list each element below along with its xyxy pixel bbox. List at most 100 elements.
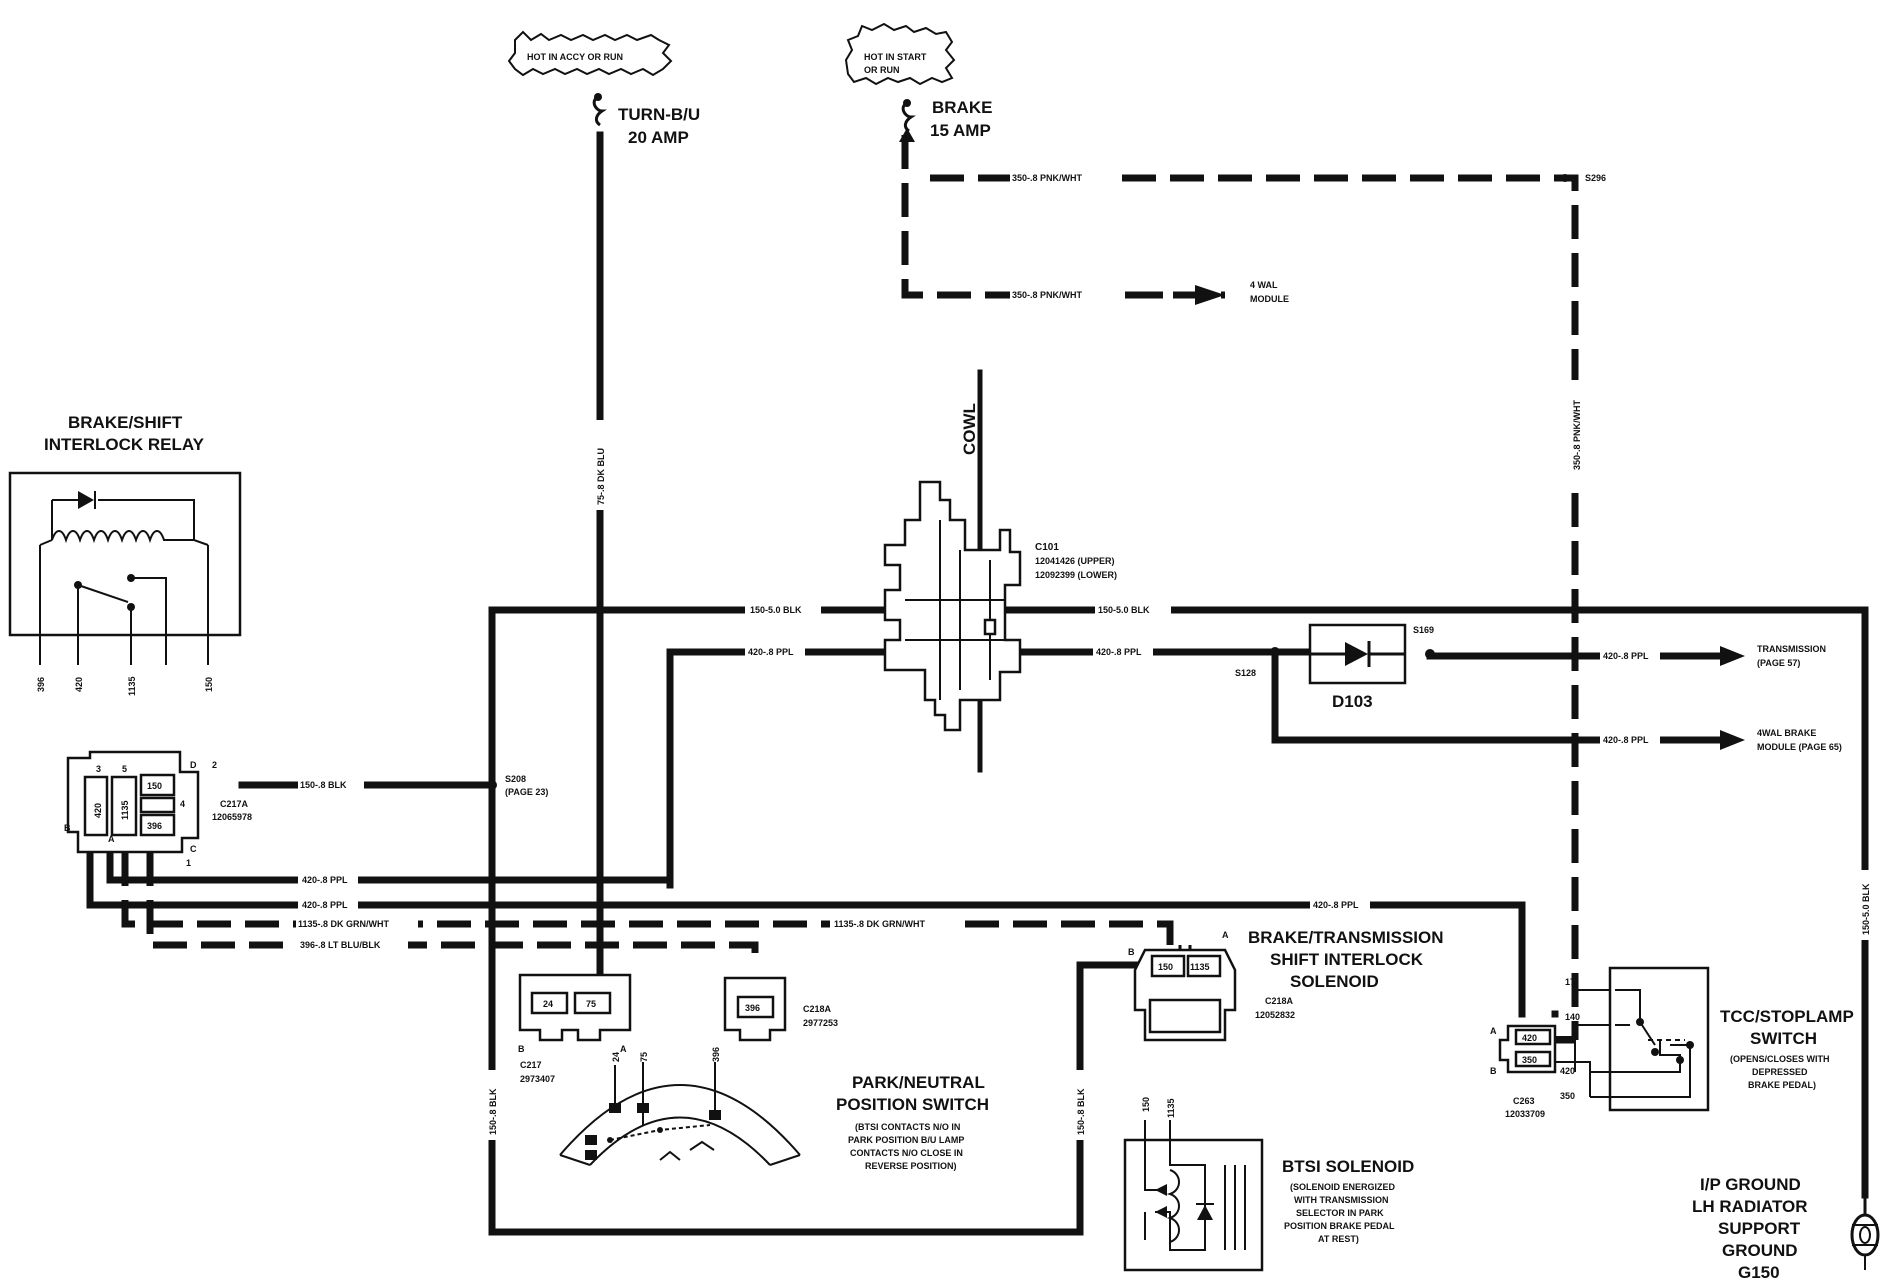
pn-pin-24: 24 xyxy=(611,1052,621,1062)
solenoid-title-1: BRAKE/TRANSMISSION xyxy=(1248,928,1444,947)
wire-420-trans: 420-.8 PPL xyxy=(1603,651,1649,661)
ground-label-3: SUPPORT xyxy=(1718,1219,1801,1238)
tcc-title-1: TCC/STOPLAMP xyxy=(1720,1007,1854,1026)
splice-s208: S208 xyxy=(505,774,526,784)
splice-s128: S128 xyxy=(1235,668,1256,678)
turn-bu-fuse-rating: 20 AMP xyxy=(628,128,689,147)
c217a-cav-1135: 1135 xyxy=(120,800,130,820)
wire-labels: 350-.8 PNK/WHT 350-.8 PNK/WHT 350-.8 PNK… xyxy=(296,170,1873,1140)
wire-420-a: 420-.8 PPL xyxy=(302,875,348,885)
c217a-connector: 420 1135 150 396 3 5 D 2 4 B A C 1 C217A… xyxy=(64,750,252,868)
wire-350-vert: 350-.8 PNK/WHT xyxy=(1572,399,1582,470)
c217a-letter-b: B xyxy=(64,823,71,833)
ground-label-2: LH RADIATOR xyxy=(1692,1197,1808,1216)
solenoid-title-3: SOLENOID xyxy=(1290,972,1379,991)
wire-420-long: 420-.8 PPL xyxy=(1313,900,1359,910)
c217-cav-24: 24 xyxy=(543,999,553,1009)
d103-label: D103 xyxy=(1332,692,1373,711)
relay-title-1: BRAKE/SHIFT xyxy=(68,413,183,432)
splice-s169: S169 xyxy=(1413,625,1434,635)
wire-arrows xyxy=(1720,646,1745,750)
c217a-letter-d: D xyxy=(190,760,197,770)
c217a-letter-c: C xyxy=(190,844,197,854)
turn-bu-hot-label: HOT IN ACCY OR RUN xyxy=(527,52,623,62)
btsi-solenoid: 150 1135 BTSI SOLENOID (SOLENOID ENERGIZ… xyxy=(1123,1097,1414,1272)
tcc-pin-140: 140 xyxy=(1565,1012,1580,1022)
destinations: 4 WAL MODULE TRANSMISSION (PAGE 57) 4WAL… xyxy=(1250,280,1842,752)
relay-pin-396: 396 xyxy=(36,677,46,692)
wire-150-vert-mid: 150-.8 BLK xyxy=(1076,1088,1086,1135)
c217a-letter-1: 1 xyxy=(186,858,191,868)
turn-bu-fuse: HOT IN ACCY OR RUN TURN-B/U 20 AMP xyxy=(507,30,700,147)
wire-150-top-right: 150-5.0 BLK xyxy=(1098,605,1150,615)
c263-connector: 420 350 A B C263 12033709 xyxy=(1490,1024,1557,1119)
tcc-title-2: SWITCH xyxy=(1750,1029,1817,1048)
c263-letter-b: B xyxy=(1490,1066,1497,1076)
solenoid-title-2: SHIFT INTERLOCK xyxy=(1270,950,1424,969)
brake-fuse-name: BRAKE xyxy=(932,98,992,117)
wire-75-blu: 75-.8 DK BLU xyxy=(596,448,606,505)
c101-lower: 12092399 (LOWER) xyxy=(1035,570,1117,580)
c263-part: 12033709 xyxy=(1505,1109,1545,1119)
tcc-note-1: (OPENS/CLOSES WITH xyxy=(1730,1054,1830,1064)
tcc-stoplamp-switch: 17 140 420 350 TCC/STOPLAMP SWITCH (OPEN… xyxy=(1555,966,1854,1112)
c263-cav-350: 350 xyxy=(1522,1055,1537,1065)
wire-350-top: 350-.8 PNK/WHT xyxy=(1012,173,1083,183)
btsi-pin-150: 150 xyxy=(1141,1097,1151,1112)
tcc-pin-17: 17 xyxy=(1565,977,1575,987)
pn-note-3: CONTACTS N/O CLOSE IN xyxy=(850,1148,963,1158)
pn-note-2: PARK POSITION B/U LAMP xyxy=(848,1135,964,1145)
btsi-note-3: SELECTOR IN PARK xyxy=(1296,1208,1384,1218)
splice-s208-page: (PAGE 23) xyxy=(505,787,548,797)
relay-pins: 396 420 1135 150 xyxy=(36,676,214,696)
tcc-note-2: DEPRESSED xyxy=(1752,1067,1808,1077)
dest-4wal-2: MODULE xyxy=(1250,294,1289,304)
c218a-cav-396: 396 xyxy=(745,1003,760,1013)
solid-wires xyxy=(86,131,1869,1236)
splices: S296 S208 (PAGE 23) S128 S169 xyxy=(487,173,1606,797)
wire-350-mid: 350-.8 PNK/WHT xyxy=(1012,290,1083,300)
pn-pin-75: 75 xyxy=(639,1052,649,1062)
c217a-cav-396: 396 xyxy=(147,821,162,831)
c217a-letter-3: 3 xyxy=(96,764,101,774)
arrow-brake-fuse xyxy=(899,128,915,142)
c218a-396-connector: 396 C218A 2977253 xyxy=(723,976,838,1042)
brake-fuse: HOT IN START OR RUN BRAKE 15 AMP xyxy=(844,22,992,140)
d103-diode: D103 xyxy=(1308,623,1407,711)
brake-fuse-rating: 15 AMP xyxy=(930,121,991,140)
wire-396: 396-.8 LT BLU/BLK xyxy=(300,940,381,950)
dest-brake-2: MODULE (PAGE 65) xyxy=(1757,742,1842,752)
c217a-letter-5: 5 xyxy=(122,764,127,774)
tcc-pin-350: 350 xyxy=(1560,1091,1575,1101)
dest-brake-1: 4WAL BRAKE xyxy=(1757,728,1816,738)
c217a-letter-4: 4 xyxy=(180,799,185,809)
wire-1135-b: 1135-.8 DK GRN/WHT xyxy=(834,919,926,929)
c217-connector: 24 75 B A C217 2973407 xyxy=(518,973,632,1084)
c217a-name: C217A xyxy=(220,799,249,809)
relay-pin-420: 420 xyxy=(74,677,84,692)
wire-420-c101-left: 420-.8 PPL xyxy=(748,647,794,657)
c217a-letter-a: A xyxy=(108,834,115,844)
brake-hot-label-1: HOT IN START xyxy=(864,52,927,62)
wire-150-vert-right: 150-5.0 BLK xyxy=(1861,883,1871,935)
btsi-note-4: POSITION BRAKE PEDAL xyxy=(1284,1221,1395,1231)
pn-title-1: PARK/NEUTRAL xyxy=(852,1073,985,1092)
c217-letter-b: B xyxy=(518,1044,525,1054)
dest-trans-2: (PAGE 57) xyxy=(1757,658,1800,668)
c217-letter-a: A xyxy=(620,1044,627,1054)
c218a-name: C218A xyxy=(803,1004,832,1014)
wire-150-vert-left: 150-.8 BLK xyxy=(488,1088,498,1135)
c101-upper: 12041426 (UPPER) xyxy=(1035,556,1115,566)
solenoid-cav-1135: 1135 xyxy=(1190,962,1210,972)
c217a-cav-150: 150 xyxy=(147,781,162,791)
c217-cav-75: 75 xyxy=(586,999,596,1009)
solenoid-conn-part: 12052832 xyxy=(1255,1010,1295,1020)
c101-name: C101 xyxy=(1035,542,1059,553)
arrow-4wal xyxy=(1195,285,1225,305)
btsi-title: BTSI SOLENOID xyxy=(1282,1157,1414,1176)
brake-hot-label-2: OR RUN xyxy=(864,65,900,75)
btsi-note-5: AT REST) xyxy=(1318,1234,1359,1244)
splice-s296: S296 xyxy=(1585,173,1606,183)
wire-1135-a: 1135-.8 DK GRN/WHT xyxy=(298,919,390,929)
wire-420-b: 420-.8 PPL xyxy=(302,900,348,910)
